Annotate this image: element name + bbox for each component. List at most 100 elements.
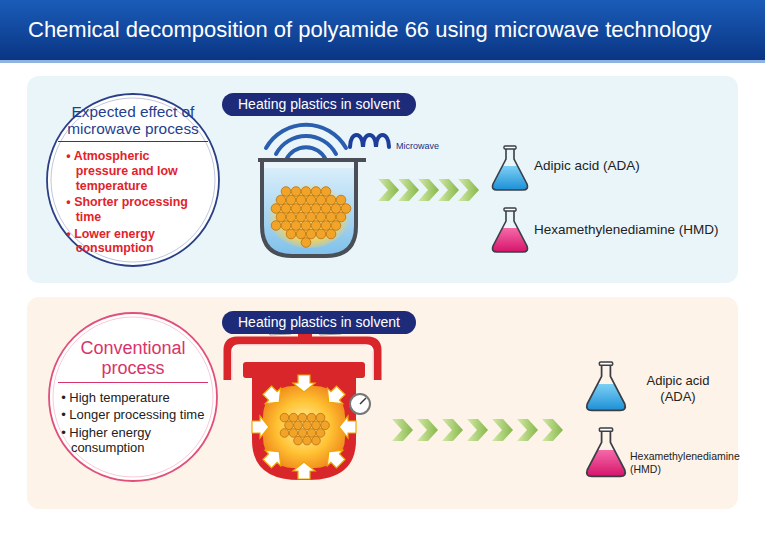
- pressure-arrow: [321, 382, 349, 410]
- pellet: [286, 212, 296, 222]
- pellet: [303, 421, 312, 430]
- chevron: [378, 179, 399, 201]
- pellet: [276, 212, 286, 222]
- pellet: [291, 187, 301, 197]
- flask: [587, 428, 626, 476]
- cooker-clamp: [228, 341, 377, 380]
- chevron: [517, 419, 538, 441]
- product-label: Adipic acid (ADA): [534, 158, 640, 174]
- pressure-gauge: [350, 394, 370, 414]
- circle-content: Conventional process• High temperature• …: [47, 311, 219, 483]
- vessel-rim: [258, 158, 366, 162]
- circle-heading: Expected effect of microwave process: [58, 103, 208, 142]
- title-band: [0, 0, 765, 60]
- pellet: [289, 413, 298, 422]
- title-underline: [0, 60, 765, 63]
- pellet: [294, 421, 303, 430]
- flask-outline: [587, 430, 626, 476]
- pill-text: Heating plastics in solvent: [238, 313, 400, 331]
- pressure-arrow: [252, 416, 269, 438]
- flask-liquid: [587, 384, 626, 410]
- microwave-logo: [350, 135, 389, 147]
- circle-heading: Conventional process: [58, 338, 208, 383]
- chevron: [542, 419, 563, 441]
- pellet: [311, 204, 321, 214]
- pellet: [326, 229, 336, 239]
- flask-outline: [587, 364, 626, 410]
- circle-inner-ring: [51, 98, 215, 262]
- conventional-panel: [27, 297, 738, 509]
- pellet: [298, 413, 307, 422]
- pill-text: Heating plastics in solvent: [238, 95, 400, 113]
- product-flasks: [493, 146, 626, 476]
- process-chevrons: [378, 179, 563, 441]
- pellet: [316, 413, 325, 422]
- cooker-body: [252, 376, 356, 480]
- pellet: [271, 204, 281, 214]
- pressure-arrow: [293, 375, 315, 392]
- chevron: [438, 179, 459, 201]
- pellet: [336, 195, 346, 205]
- pellet: [331, 221, 341, 231]
- circle-content: Expected effect of microwave process • At…: [45, 92, 221, 268]
- pellet: [271, 221, 281, 231]
- feature-circle: Conventional process• High temperature• …: [47, 311, 219, 483]
- circle-ring: [49, 313, 217, 481]
- pellet: [294, 436, 303, 445]
- microwave-waves: [266, 125, 346, 160]
- circle-ring: [47, 94, 219, 266]
- pellet: [307, 413, 316, 422]
- pellet: [326, 195, 336, 205]
- chevron: [467, 419, 488, 441]
- pressure-arrow: [339, 416, 356, 438]
- flask: [493, 146, 528, 190]
- pellet: [306, 195, 316, 205]
- bullet-item: • Longer processing time: [61, 407, 205, 422]
- pellet: [301, 238, 311, 248]
- pellet: [341, 204, 351, 214]
- pellet: [285, 421, 294, 430]
- feature-circle: Expected effect of microwave process • At…: [45, 92, 221, 268]
- pellet: [289, 429, 298, 438]
- flask-liquid: [493, 228, 528, 252]
- pressure-arrow: [321, 444, 349, 472]
- flask-rim: [599, 428, 612, 431]
- pellet: [307, 429, 316, 438]
- pellet: [306, 212, 316, 222]
- pellet: [321, 221, 331, 231]
- pellet: [312, 436, 321, 445]
- flask-liquid: [493, 166, 528, 190]
- pellet: [311, 221, 321, 231]
- product-label: Hexamethylenediamine (HMD): [534, 222, 719, 238]
- flask-rim: [504, 146, 516, 149]
- bullet-item: • Higher energy consumption: [61, 425, 205, 456]
- plastic-pellets: [280, 413, 329, 445]
- chevron: [458, 179, 479, 201]
- chevron: [418, 179, 439, 201]
- step-pill: Heating plastics in solvent: [222, 93, 416, 116]
- pellet: [301, 221, 311, 231]
- pellet: [281, 221, 291, 231]
- bullet-item: • Lower energy consumption: [66, 227, 199, 256]
- pellet: [331, 204, 341, 214]
- pellet: [321, 187, 331, 197]
- chevron: [392, 419, 413, 441]
- circle-inner-ring: [53, 317, 213, 477]
- chevron: [492, 419, 513, 441]
- product-label: Hexamethylenediamine (HMD): [630, 450, 738, 475]
- plastic-pellets: [271, 187, 351, 248]
- pellet: [280, 413, 289, 422]
- pellet: [291, 204, 301, 214]
- pellet: [326, 212, 336, 222]
- vessel: [262, 160, 356, 256]
- chevron: [442, 419, 463, 441]
- pressure-arrow: [259, 382, 287, 410]
- pellet: [316, 195, 326, 205]
- pellet: [312, 421, 321, 430]
- pellet: [280, 429, 289, 438]
- pellet: [281, 204, 291, 214]
- flask: [493, 208, 528, 252]
- bullet-item: • Atmospheric pressure and low temperatu…: [66, 149, 199, 193]
- pellet: [276, 195, 286, 205]
- solvent: [262, 168, 356, 256]
